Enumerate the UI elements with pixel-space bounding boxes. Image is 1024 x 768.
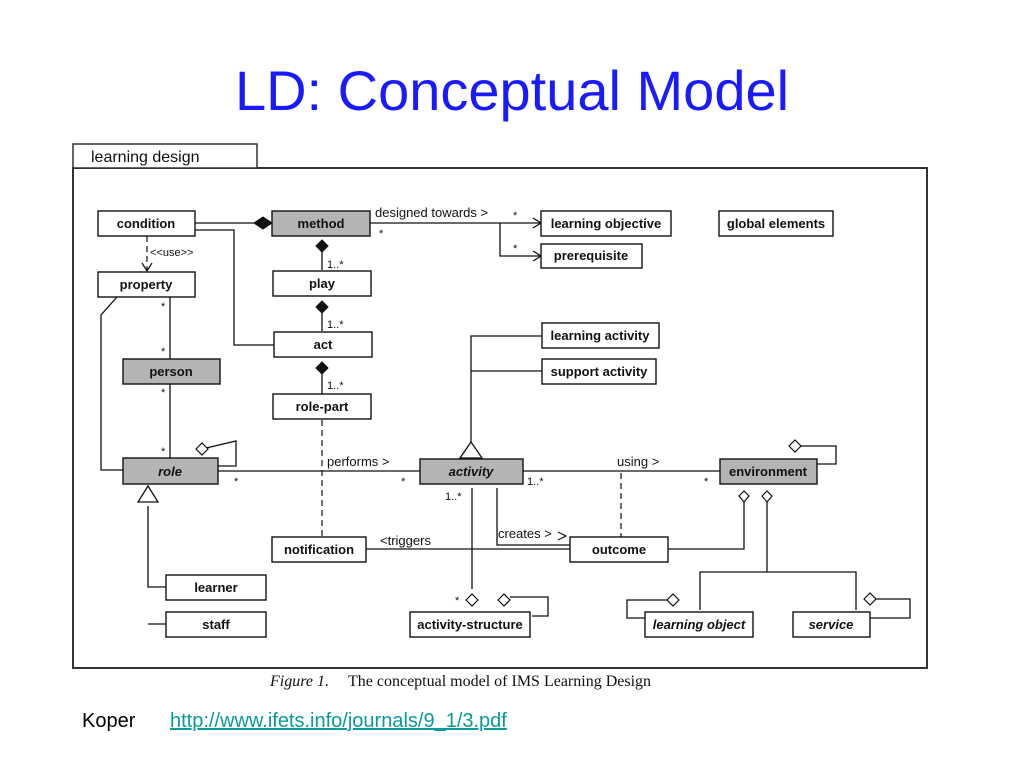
act-box xyxy=(273,331,373,358)
learning-objective-box xyxy=(540,210,672,237)
act-label: act xyxy=(314,337,333,352)
figure-caption-text: The conceptual model of IMS Learning Des… xyxy=(348,673,651,690)
connector-labels: designed towards > <<use>> performs > us… xyxy=(150,205,709,607)
support-activity-label: support activity xyxy=(551,364,649,379)
role-part-box xyxy=(272,393,372,420)
slide-title: LD: Conceptual Model xyxy=(234,59,790,122)
use-arrowhead xyxy=(141,262,153,273)
condition-label: condition xyxy=(117,216,176,231)
mult-role-top: * xyxy=(161,446,166,458)
learning-object-label: learning object xyxy=(653,617,746,632)
activity-label: activity xyxy=(449,464,495,479)
support-activity-box xyxy=(541,358,657,385)
small-arrowheads xyxy=(557,531,568,541)
mult-prerequisite: * xyxy=(513,243,518,255)
condition-box xyxy=(97,210,196,237)
mult-act: 1..* xyxy=(327,319,344,331)
mult-property: * xyxy=(161,301,166,313)
play-box xyxy=(272,270,372,297)
play-label: play xyxy=(309,276,336,291)
mult-objective: * xyxy=(513,210,518,222)
learner-box xyxy=(165,574,267,601)
mult-person-top: * xyxy=(161,346,166,358)
mult-role-part: 1..* xyxy=(327,380,344,392)
mult-activity-right: 1..* xyxy=(527,476,544,488)
learning-objective-label: learning objective xyxy=(551,216,662,231)
staff-label: staff xyxy=(202,617,230,632)
role-part-label: role-part xyxy=(296,399,349,414)
aggregation-diamonds xyxy=(195,439,877,607)
creates-label: creates > xyxy=(498,526,552,541)
learner-label: learner xyxy=(194,580,237,595)
environment-box xyxy=(719,458,818,485)
using-label: using > xyxy=(617,454,659,469)
mult-activity-structure: * xyxy=(455,595,460,607)
composition-diamonds xyxy=(253,216,329,375)
person-label: person xyxy=(149,364,192,379)
notification-label: notification xyxy=(284,542,354,557)
learning-activity-label: learning activity xyxy=(551,328,651,343)
notification-box xyxy=(271,536,367,563)
learning-design-frame xyxy=(72,167,928,669)
mult-role-right: * xyxy=(234,476,239,488)
figure-caption-label: Figure 1. xyxy=(269,673,329,690)
outcome-label: outcome xyxy=(592,542,646,557)
global-elements-label: global elements xyxy=(727,216,825,231)
service-box xyxy=(792,611,871,638)
mult-method: * xyxy=(379,228,384,240)
footer-link[interactable]: http://www.ifets.info/journals/9_1/3.pdf xyxy=(170,710,507,732)
generalization-triangles xyxy=(136,440,484,503)
learning-object-box xyxy=(644,611,754,638)
person-box xyxy=(122,358,221,385)
role-label: role xyxy=(158,464,182,479)
triggers-label: <triggers xyxy=(380,533,431,548)
mult-activity-left: * xyxy=(401,476,406,488)
frame-tab-label: learning design xyxy=(91,149,200,166)
prerequisite-label: prerequisite xyxy=(554,248,628,263)
activity-structure-label: activity-structure xyxy=(417,617,522,632)
global-elements-box xyxy=(718,210,834,237)
frame-tab xyxy=(72,143,258,169)
method-label: method xyxy=(298,216,345,231)
role-box xyxy=(122,457,219,485)
staff-box xyxy=(165,611,267,638)
activity-box xyxy=(419,458,524,485)
footer-author: Koper xyxy=(82,710,136,732)
property-box xyxy=(97,271,196,298)
environment-label: environment xyxy=(729,464,808,479)
diagram-boxes xyxy=(97,210,871,638)
use-label: <<use>> xyxy=(150,247,193,259)
connectors xyxy=(100,217,911,625)
mult-activity-bottom: 1..* xyxy=(445,491,462,503)
box-labels: condition method learning objective glob… xyxy=(117,216,854,632)
method-box xyxy=(271,210,371,237)
activity-structure-box xyxy=(409,611,531,638)
mult-person-bottom: * xyxy=(161,387,166,399)
mult-play: 1..* xyxy=(327,259,344,271)
dashed-connectors xyxy=(146,236,622,540)
outcome-box xyxy=(569,536,669,563)
service-label: service xyxy=(809,617,854,632)
property-label: property xyxy=(120,277,174,292)
performs-label: performs > xyxy=(327,454,390,469)
learning-activity-box xyxy=(541,322,660,349)
mult-environment: * xyxy=(704,476,709,488)
designed-towards-label: designed towards > xyxy=(375,205,488,220)
prerequisite-box xyxy=(540,243,643,269)
